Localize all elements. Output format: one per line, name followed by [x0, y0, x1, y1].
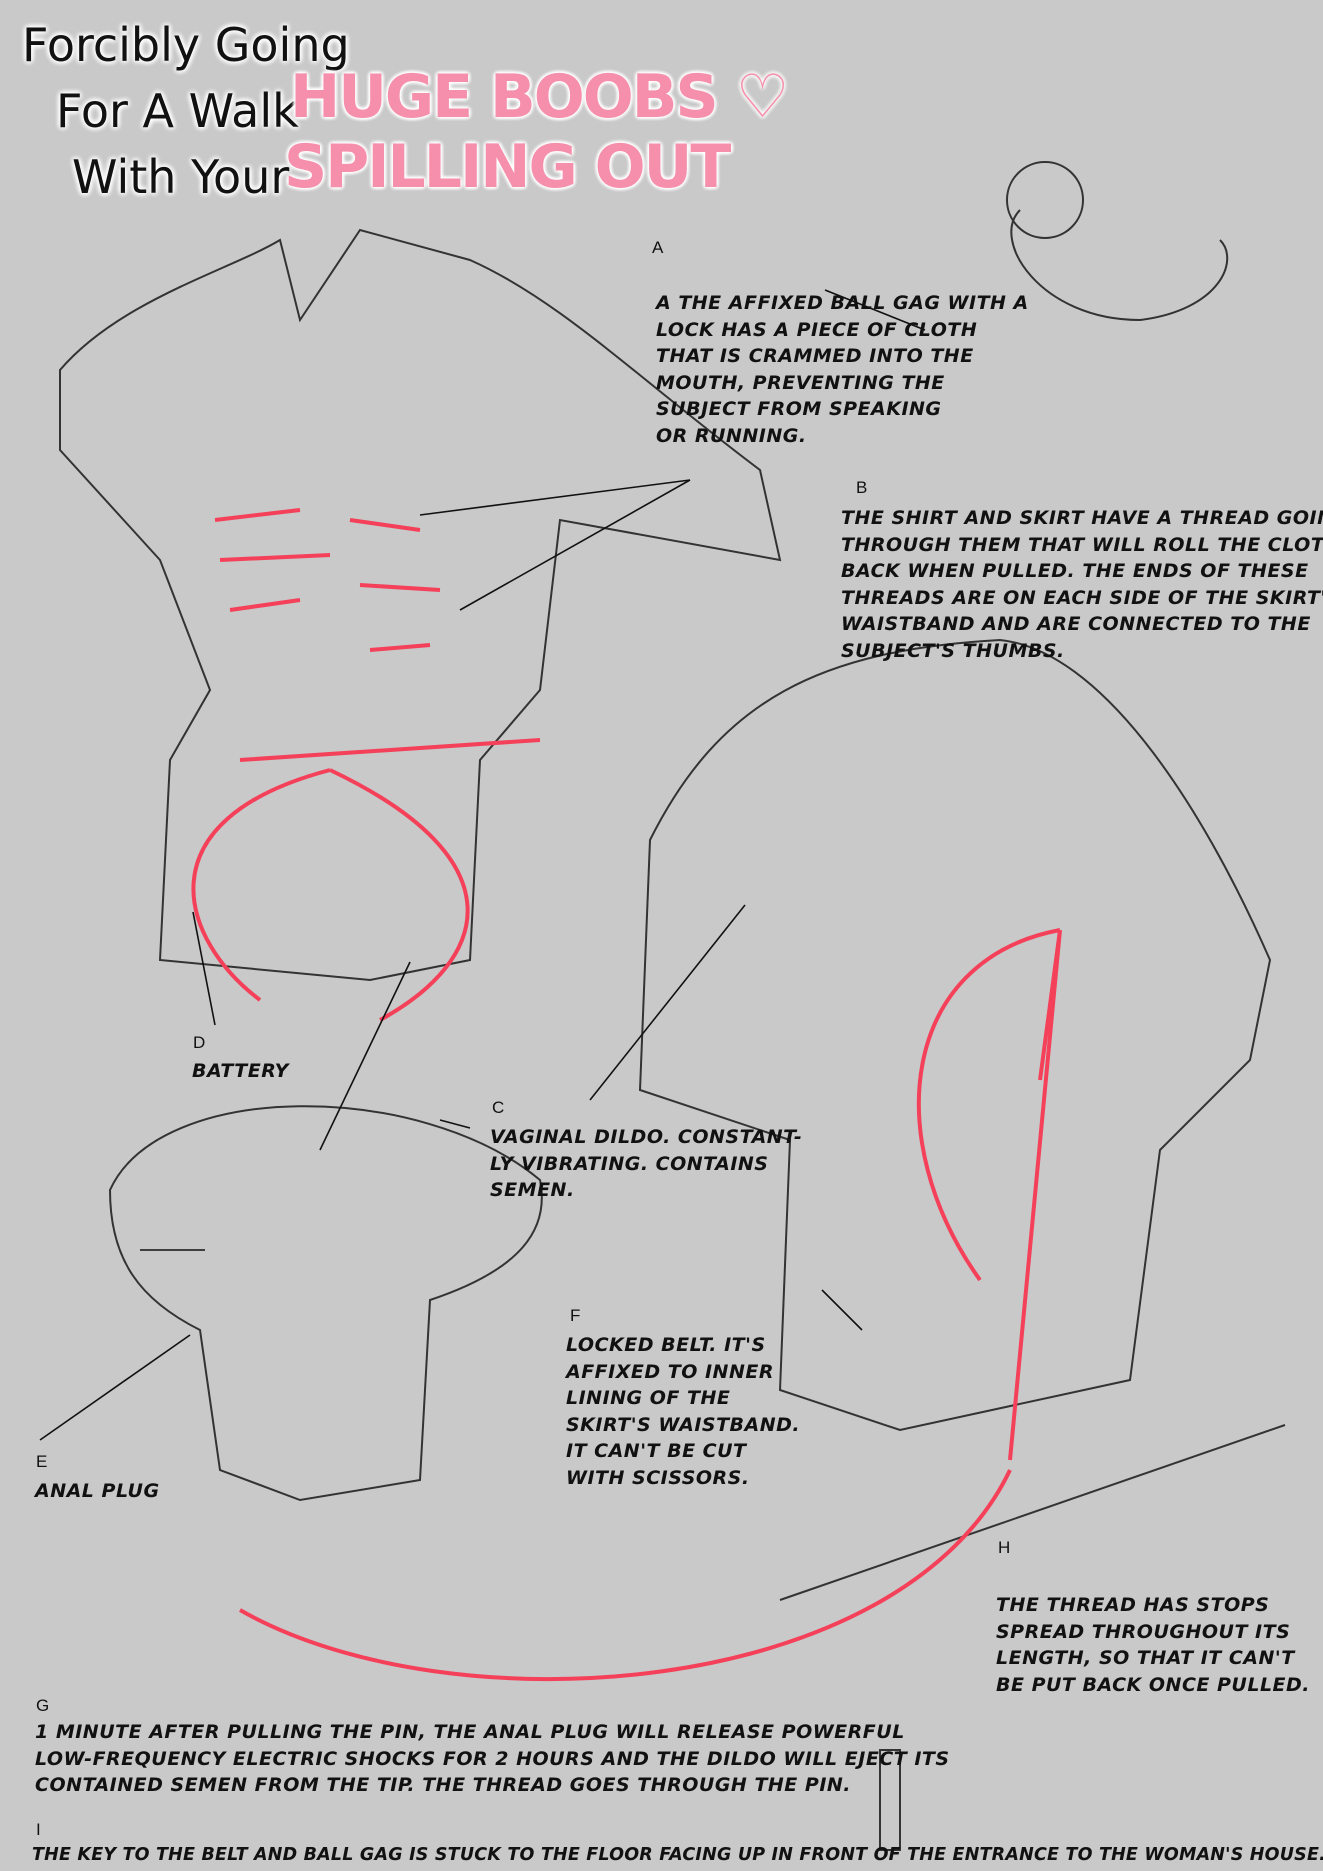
back-shirt-outline — [638, 638, 1272, 1432]
leader-g — [39, 1334, 191, 1441]
label-d: D — [193, 1033, 206, 1052]
gag-strap-outline — [1010, 209, 1229, 322]
label-b: B — [856, 478, 868, 497]
front-shirt-outline — [59, 228, 782, 982]
annotation-f: Locked belt. It's affixed to inner linin… — [566, 1332, 800, 1491]
annotation-line: The shirt and skirt have a thread going — [841, 507, 1323, 529]
label-a: A — [652, 238, 664, 257]
annotation-e: Anal plug — [35, 1478, 160, 1505]
annotation-c: Vaginal dildo. Constant- ly vibrating. C… — [490, 1124, 802, 1204]
annotation-line: or running. — [656, 424, 807, 447]
label-c: C — [492, 1098, 505, 1117]
title-script: Forcibly Going For A Walk With Your — [22, 12, 350, 210]
annotation-line: It can't be cut — [566, 1440, 747, 1462]
thread-with-stops — [779, 1424, 1286, 1601]
annotation-line: The thread has stops — [996, 1594, 1270, 1616]
annotation-line: subject's thumbs. — [841, 639, 1065, 662]
annotation-line: threads are on each side of the skirt's — [841, 586, 1323, 609]
annotation-line: low-frequency electric shocks for 2 hour… — [35, 1747, 950, 1770]
annotation-line: waistband and are connected to the — [841, 613, 1311, 635]
ball-gag-outline — [1006, 161, 1084, 239]
annotation-line: 1 minute after pulling the pin, the anal… — [35, 1721, 905, 1743]
label-e: E — [36, 1452, 48, 1471]
red-thread-arrows — [191, 508, 1062, 1682]
label-h: H — [998, 1538, 1011, 1557]
annotation-h: The thread has stops spread throughout i… — [996, 1592, 1310, 1698]
annotation-line: length, so that it can't — [996, 1647, 1295, 1669]
annotation-line: affixed to inner — [566, 1360, 774, 1383]
leader-f1 — [439, 1119, 471, 1129]
annotation-d: Battery — [192, 1058, 289, 1085]
title-line-3: With Your — [72, 150, 290, 204]
annotation-b: The shirt and skirt have a thread going … — [841, 505, 1323, 664]
sketch-outlines — [59, 161, 1286, 1851]
annotation-i: The key to the belt and ball gag is stuc… — [32, 1842, 1323, 1869]
annotation-line: lock has a piece of cloth — [656, 318, 978, 341]
annotation-line: through them that will roll the cloth — [841, 533, 1323, 556]
key-outline — [879, 1749, 901, 1851]
title-pink: HUGE BOOBS ♡ SPILLING OUT — [284, 62, 789, 202]
annotation-line: that is crammed into the — [656, 345, 974, 367]
title-pink-line-2: SPILLING OUT — [284, 132, 731, 202]
annotation-line: contained semen from the tip. The thread… — [35, 1774, 852, 1796]
label-f: F — [570, 1306, 581, 1325]
annotation-line: ly vibrating. Contains — [490, 1152, 769, 1175]
annotation-line: spread throughout its — [996, 1620, 1291, 1643]
belt-outline — [108, 1105, 543, 1502]
annotation-line: with scissors. — [566, 1466, 750, 1489]
leader-d — [192, 911, 216, 1026]
label-g: G — [36, 1696, 50, 1715]
annotation-g: 1 minute after pulling the pin, the anal… — [35, 1719, 950, 1799]
annotation-line: Anal plug — [35, 1480, 160, 1502]
annotation-line: semen. — [490, 1179, 575, 1201]
annotation-line: Battery — [192, 1060, 289, 1082]
annotation-line: A the affixed ball gag with a — [656, 292, 1029, 314]
leader-f2 — [589, 904, 746, 1101]
leader-h — [821, 1289, 863, 1331]
annotation-line: skirt's waistband. — [566, 1413, 801, 1436]
leader-b2 — [459, 479, 691, 611]
annotation-line: The key to the belt and ball gag is stuc… — [32, 1845, 1323, 1865]
title-line-1: Forcibly Going — [22, 18, 350, 72]
annotation-line: Locked belt. It's — [566, 1334, 766, 1356]
leader-c — [319, 961, 411, 1151]
annotation-line: subject from speaking — [656, 398, 942, 420]
annotation-line: Vaginal dildo. Constant- — [490, 1126, 803, 1148]
title-line-2: For A Walk — [56, 84, 299, 138]
leader-a — [824, 289, 926, 331]
annotation-line: lining of the — [566, 1387, 731, 1409]
leader-b1 — [419, 479, 691, 516]
annotation-line: be put back once pulled. — [996, 1673, 1311, 1696]
annotation-line: back when pulled. The ends of these — [841, 560, 1309, 582]
label-i: I — [36, 1820, 41, 1839]
leader-lines — [39, 289, 926, 1441]
annotation-line: mouth, preventing the — [656, 371, 945, 394]
annotation-a: A the affixed ball gag with a lock has a… — [656, 290, 1029, 449]
title-pink-line-1: HUGE BOOBS ♡ — [290, 62, 789, 132]
